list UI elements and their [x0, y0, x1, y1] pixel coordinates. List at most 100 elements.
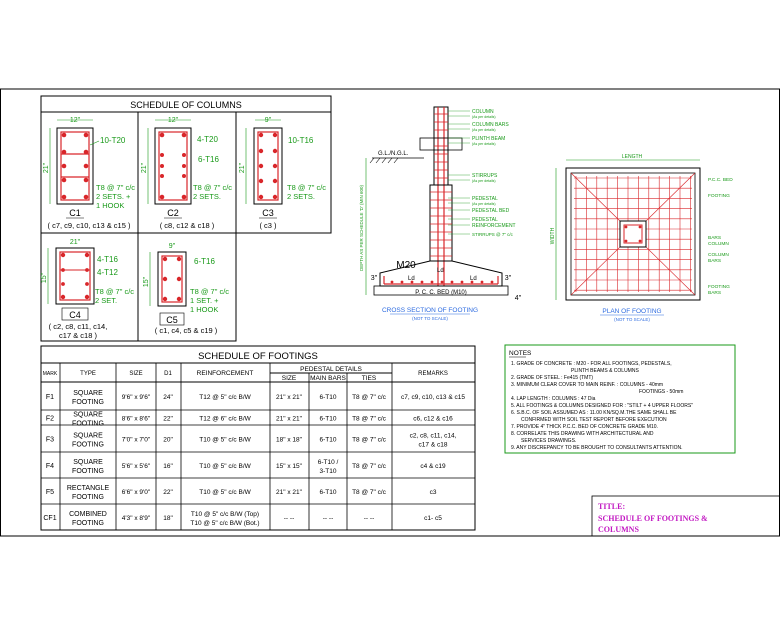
footing-remarks: c1- c5 [424, 515, 442, 522]
footing-remarks: c2, c8, c11, c14, [410, 433, 457, 440]
note-line: 4. LAP LENGTH : COLUMNS : 47 Dia [511, 396, 596, 402]
section-label: COLUMN [472, 109, 494, 115]
note-line: 6. S.B.C. OF SOIL ASSUMED AS : 11.00 KN/… [511, 410, 677, 416]
c3-width: 9" [265, 117, 272, 124]
pedestal-size: 18" x 18" [276, 437, 303, 444]
plan-label: BARS [708, 235, 721, 241]
plan-scale: (NOT TO SCALE) [614, 317, 650, 322]
footing-mark: F3 [46, 437, 54, 444]
column-c4: 15" 21" 4-T16 4-T12 T8 @ 7" c/c 2 SET. C… [41, 239, 134, 340]
footing-type-2: FOOTING [72, 520, 104, 527]
title-block: TITLE: SCHEDULE OF FOOTINGS & COLUMNS [591, 495, 780, 537]
c4-width: 21" [70, 239, 81, 246]
section-label: PEDESTAL [472, 217, 498, 223]
c4-sets: 2 SET. [95, 296, 117, 305]
c5-sets: 1 SET. + [190, 296, 219, 305]
section-label: PEDESTAL [472, 196, 498, 202]
pedestal-main-bars: 6-T10 [320, 394, 337, 401]
section-ld-2: Ld [470, 276, 477, 282]
notes-lines: 1. GRADE OF CONCRETE : M20 - FOR ALL FOO… [511, 361, 693, 451]
column-schedule: SCHEDULE OF COLUMNS 12" 21" 10-T20 T8 [40, 95, 332, 342]
c5-ties: T8 @ 7" c/c [190, 287, 229, 296]
section-scale: (NOT TO SCALE) [412, 316, 448, 321]
footing-size: 7'0" x 7'0" [122, 437, 151, 444]
c1-name: C1 [69, 208, 81, 218]
footing-depth: 22" [163, 416, 173, 423]
c5-section [157, 251, 187, 307]
pedestal-ties: -- -- [364, 515, 374, 522]
plan-length: LENGTH [622, 154, 643, 160]
footing-type: SQUARE [73, 412, 103, 419]
column-schedule-title: SCHEDULE OF COLUMNS [130, 100, 242, 110]
footing-remarks: c3 [430, 489, 437, 496]
c4-name: C4 [69, 310, 81, 320]
header-ties: TIES [362, 375, 377, 382]
footing-depth: 16" [163, 463, 173, 470]
c2-sets: 2 SETS. [193, 192, 221, 201]
section-label: REINFORCEMENT [472, 223, 516, 229]
footing-size: 5'6" x 5'6" [122, 463, 151, 470]
c1-hook: 1 HOOK [96, 201, 124, 210]
c5-hook: 1 HOOK [190, 305, 218, 314]
header-pedestal: PEDESTAL DETAILS [300, 366, 362, 373]
pedestal-main-bars: 6-T10 / [318, 459, 339, 466]
section-ld-3: Ld [437, 268, 444, 274]
section-pcc-label: P. C. C. BED (M10) [415, 290, 467, 296]
pedestal-size: 21" x 21" [276, 416, 303, 423]
c3-sets: 2 SETS. [287, 192, 315, 201]
note-line: 3. MINIMUM CLEAR COVER TO MAIN REINF. : … [511, 382, 663, 388]
header-mark: MARK [43, 371, 58, 377]
pedestal-main-bars: 6-T10 [320, 437, 337, 444]
c4-bars2: 4-T12 [97, 268, 118, 277]
c1-ties: T8 @ 7" c/c [96, 183, 135, 192]
footing-reinforcement: T12 @ 6" c/c B/W [199, 416, 251, 423]
c1-depth: 21" [43, 162, 50, 173]
pedestal-ties: T8 @ 7" c/c [352, 489, 387, 496]
notes-heading: NOTES [509, 350, 532, 357]
plan-label: BARS [708, 290, 721, 296]
section-gl-label: G.L./N.G.L. [378, 151, 409, 157]
footing-reinforcement: T10 @ 5" c/c B/W (Top) [191, 511, 259, 518]
title-line-2: COLUMNS [598, 525, 639, 534]
footing-depth: 18" [163, 515, 173, 522]
c2-bars2: 6-T16 [198, 155, 219, 164]
c4-bars: 4-T16 [97, 255, 118, 264]
section-label: (As per details) [472, 202, 496, 206]
section-label: (As per details) [472, 142, 496, 146]
footing-depth: 22" [163, 489, 173, 496]
section-pedestal [429, 184, 453, 262]
footing-remarks: c6, c12 & c16 [413, 416, 453, 423]
c2-width: 12" [168, 117, 179, 124]
footing-reinforcement: T12 @ 5" c/c B/W [199, 394, 251, 401]
pedestal-main-bars-2: 3-T10 [320, 468, 337, 475]
pedestal-ties: T8 @ 7" c/c [352, 394, 387, 401]
footing-type-2: FOOTING [72, 399, 104, 406]
c3-locations: ( c3 ) [259, 221, 277, 230]
header-pedestal-size: SIZE [282, 375, 297, 382]
note-line: FOOTINGS - 50mm [639, 389, 683, 395]
section-grade: M20 [396, 260, 416, 271]
section-dim-3b: 3" [505, 275, 512, 282]
footing-schedule-title: SCHEDULE OF FOOTINGS [198, 351, 318, 362]
header-d1: D1 [164, 371, 172, 377]
c5-locations: ( c1, c4, c5 & c19 ) [155, 326, 218, 335]
c3-ties: T8 @ 7" c/c [287, 183, 326, 192]
section-pcc-bed [373, 285, 509, 296]
section-plinth-beam [419, 137, 463, 151]
footing-mark: F1 [46, 394, 54, 401]
c1-sets: 2 SETS. + [96, 192, 131, 201]
footing-type: SQUARE [73, 459, 103, 466]
footing-reinforcement: T10 @ 5" c/c B/W [199, 463, 251, 470]
plan-of-footing: LENGTH WIDTH P.C.C. BEDFOOTINGBARSCOLUMN… [550, 154, 733, 322]
note-line: 5. ALL FOOTINGS & COLUMNS DESIGNED FOR :… [511, 403, 693, 409]
pedestal-ties: T8 @ 7" c/c [352, 463, 387, 470]
footing-size: 8'6" x 8'6" [122, 416, 151, 423]
c3-bars: 10-T16 [288, 136, 314, 145]
section-ld-1: Ld [408, 276, 415, 282]
